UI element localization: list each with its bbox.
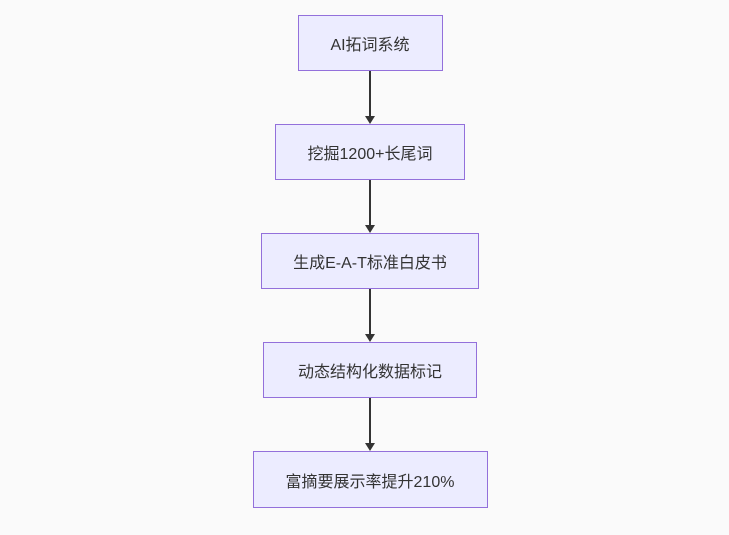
arrow-shaft bbox=[369, 398, 371, 443]
node-rich-snippet-result: 富摘要展示率提升210% bbox=[252, 451, 488, 508]
arrowhead-down-icon bbox=[365, 116, 375, 124]
arrow-shaft bbox=[369, 180, 371, 225]
arrowhead-down-icon bbox=[365, 443, 375, 451]
edge-arrow-d-e bbox=[365, 398, 375, 451]
arrow-shaft bbox=[369, 71, 371, 116]
edge-arrow-a-b bbox=[365, 71, 375, 124]
arrow-shaft bbox=[369, 289, 371, 334]
edge-arrow-c-d bbox=[365, 289, 375, 342]
node-ai-keyword-system: AI拓词系统 bbox=[297, 15, 443, 71]
arrowhead-down-icon bbox=[365, 334, 375, 342]
arrowhead-down-icon bbox=[365, 225, 375, 233]
edge-arrow-b-c bbox=[365, 180, 375, 233]
flowchart: AI拓词系统 挖掘1200+长尾词 生成E-A-T标准白皮书 动态结构化数据标记… bbox=[220, 15, 520, 508]
node-eat-whitepaper: 生成E-A-T标准白皮书 bbox=[261, 233, 479, 289]
node-structured-data-markup: 动态结构化数据标记 bbox=[263, 342, 477, 398]
node-longtail-keyword-mining: 挖掘1200+长尾词 bbox=[275, 124, 465, 180]
